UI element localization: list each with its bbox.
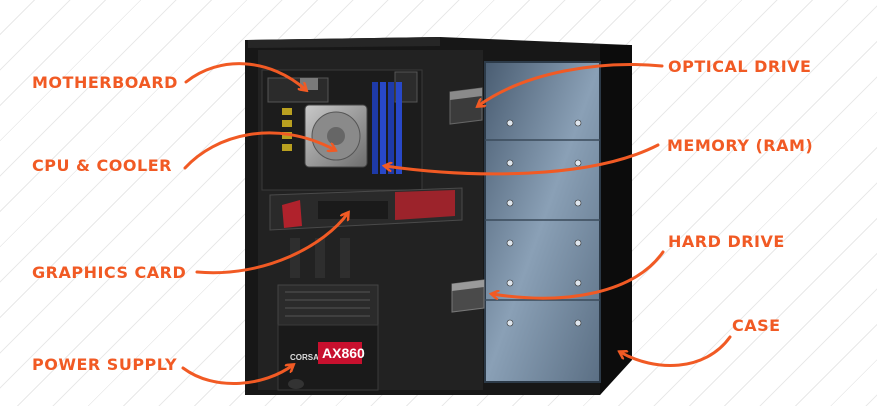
arrow-cpu-cooler: [183, 131, 335, 170]
label-case: CASE: [732, 316, 781, 335]
arrow-power-supply: [181, 365, 293, 385]
arrow-memory: [385, 143, 660, 176]
arrow-graphics-card: [195, 213, 348, 275]
cpu-cooler: [304, 104, 368, 168]
arrow-optical-drive: [478, 63, 664, 106]
memory-modules: [372, 82, 402, 174]
label-hard-drive: HARD DRIVE: [668, 232, 785, 251]
callout-arrows: [181, 62, 732, 385]
psu-model: AX860: [322, 345, 365, 361]
hard-drive: [451, 279, 485, 313]
arrow-hard-drive: [492, 250, 665, 298]
psu-brand: CORSAIR: [290, 353, 327, 362]
label-power-supply: POWER SUPPLY: [32, 355, 178, 374]
arrow-case: [620, 335, 732, 367]
label-memory: MEMORY (RAM): [667, 136, 814, 155]
label-cpu-cooler: CPU & COOLER: [32, 156, 172, 175]
label-graphics-card: GRAPHICS CARD: [32, 263, 187, 282]
label-optical-drive: OPTICAL DRIVE: [668, 57, 812, 76]
drive-cage: [485, 62, 600, 382]
power-supply: CORSAIR AX860: [277, 284, 379, 391]
graphics-card: [269, 187, 463, 231]
arrow-motherboard: [184, 62, 306, 90]
label-motherboard: MOTHERBOARD: [32, 73, 178, 92]
optical-drive: [449, 87, 483, 125]
expansion-slots: [290, 238, 350, 278]
